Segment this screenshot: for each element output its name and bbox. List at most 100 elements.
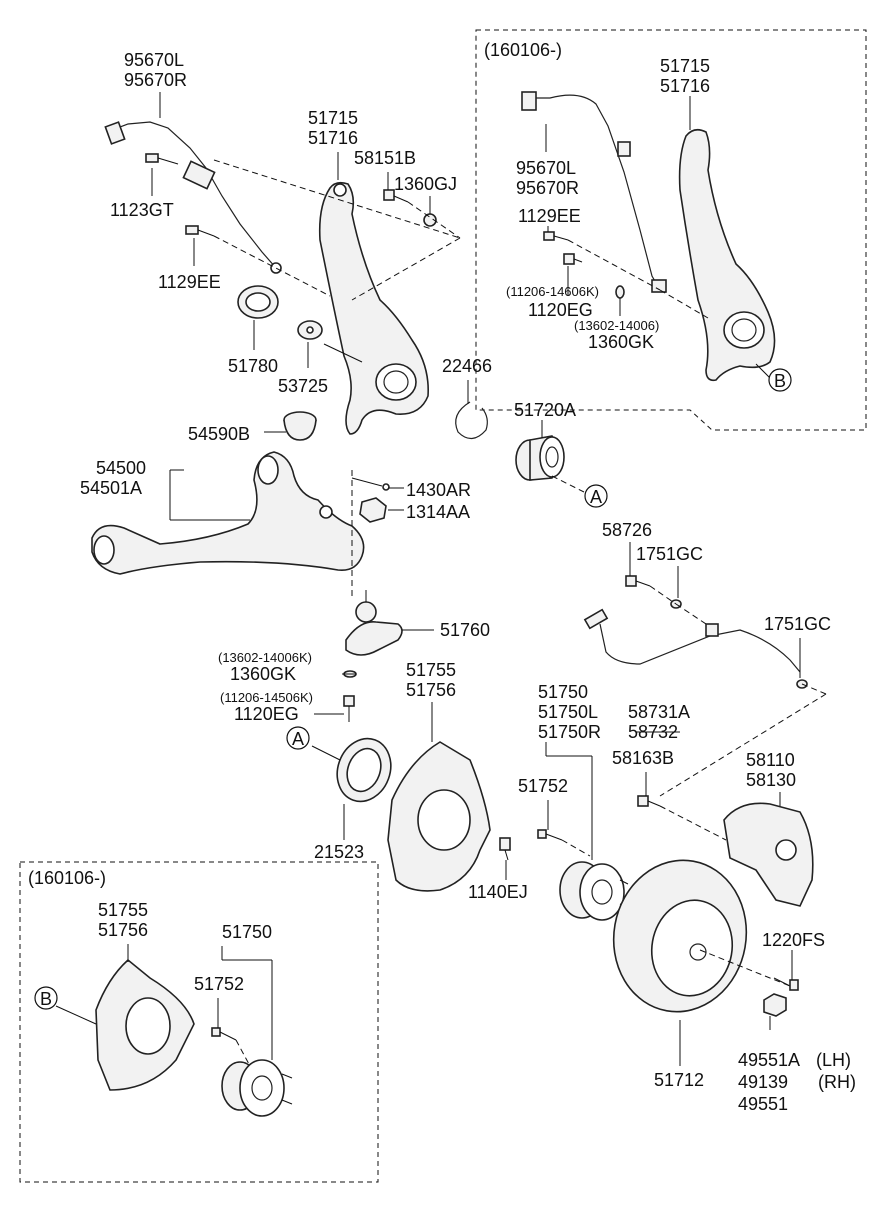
cotter-pin-1430ar-drawing	[351, 477, 390, 491]
label-1430ar: 1430AR	[406, 480, 471, 500]
label-58732: 58732	[628, 722, 678, 742]
label-51750l: 51750L	[538, 702, 598, 722]
ball-joint-51760-drawing	[345, 590, 403, 656]
inset-top-label-95670r: 95670R	[516, 178, 579, 198]
svg-text:B: B	[40, 989, 52, 1009]
label-51720a: 51720A	[514, 400, 576, 420]
callout-a-tone-ring: A	[286, 726, 310, 750]
label-11206-14506k: (11206-14506K)	[220, 690, 313, 705]
svg-text:A: A	[292, 729, 304, 749]
label-1220fs: 1220FS	[762, 930, 825, 950]
label-1360gk: 1360GK	[230, 664, 296, 684]
label-95670r: 95670R	[124, 70, 187, 90]
bushing-54590b-drawing	[283, 411, 317, 441]
caliper-58110-drawing	[723, 802, 814, 907]
svg-text:A: A	[590, 487, 602, 507]
bolt-58163b-drawing	[637, 795, 661, 807]
inset-top-label-1129ee: 1129EE	[518, 206, 581, 226]
svg-text:B: B	[774, 371, 786, 391]
label-1751gc-a: 1751GC	[636, 544, 703, 564]
label-rh: (RH)	[818, 1072, 856, 1092]
label-51716: 51716	[308, 128, 358, 148]
label-51780: 51780	[228, 356, 278, 376]
nut-1314aa-drawing	[359, 497, 387, 523]
label-58151b: 58151B	[354, 148, 416, 168]
label-53725: 53725	[278, 376, 328, 396]
inset-top-label-51715: 51715	[660, 56, 710, 76]
lower-arm-54500-drawing	[91, 451, 365, 575]
label-51712: 51712	[654, 1070, 704, 1090]
label-22466: 22466	[442, 356, 492, 376]
inset-bottom-label-51755: 51755	[98, 900, 148, 920]
label-58130: 58130	[746, 770, 796, 790]
hub-51750-drawing	[559, 861, 629, 921]
inset-top-label-1120eg: 1120EG	[528, 300, 593, 320]
inset-top-labels: 51715 51716 95670L 95670R 1129EE (11206-…	[506, 56, 710, 352]
label-1129ee: 1129EE	[158, 272, 221, 292]
knuckle-51715-drawing	[318, 181, 429, 435]
inset-top-sensor-drawing	[521, 91, 667, 293]
inset-top-label-1360gk: 1360GK	[588, 332, 654, 352]
inset-bottom-labels: 51755 51756 51750 51752	[98, 900, 272, 994]
label-21523: 21523	[314, 842, 364, 862]
label-51760: 51760	[440, 620, 490, 640]
inset-bottom-date: (160106-)	[28, 868, 106, 888]
label-51755: 51755	[406, 660, 456, 680]
inset-top-label-51716: 51716	[660, 76, 710, 96]
label-51750: 51750	[538, 682, 588, 702]
inset-bottom-label-51752: 51752	[194, 974, 244, 994]
label-13602-14006k: (13602-14006K)	[218, 650, 312, 665]
label-58110: 58110	[746, 750, 795, 770]
inset-top-label-95670l: 95670L	[516, 158, 576, 178]
brake-disc-51712-drawing	[612, 859, 748, 1013]
inset-top-bolts-drawing	[543, 231, 625, 299]
inset-bottom-box: (160106-)	[19, 861, 379, 1183]
inset-bottom-label-51756: 51756	[98, 920, 148, 940]
bolt-51752-drawing	[537, 829, 563, 841]
tone-ring-21523-drawing	[336, 737, 392, 803]
label-1314aa: 1314AA	[406, 502, 470, 522]
label-lh: (LH)	[816, 1050, 851, 1070]
bolt-58726-drawing	[625, 575, 651, 587]
label-1120eg: 1120EG	[234, 704, 299, 724]
bolt-1129ee-drawing	[185, 225, 215, 237]
label-51715: 51715	[308, 108, 358, 128]
label-51756: 51756	[406, 680, 456, 700]
inset-top-knuckle-drawing	[678, 128, 776, 382]
part-labels: 95670L 95670R 1123GT 1129EE 51715 51716 …	[80, 50, 856, 1114]
bearing-51720a-drawing	[515, 435, 565, 481]
wheel-speed-sensor-drawing	[104, 121, 282, 274]
label-51750r: 51750R	[538, 722, 601, 742]
label-95670l: 95670L	[124, 50, 184, 70]
nut-49551a-drawing	[763, 993, 787, 1017]
callout-b-inset-bottom: B	[34, 986, 58, 1010]
callout-a-bearing: A	[584, 484, 608, 508]
inset-top-label-11206-14606k: (11206-14606K)	[506, 284, 599, 299]
label-58163b: 58163B	[612, 748, 674, 768]
seal-51780-drawing	[237, 285, 279, 319]
label-58726: 58726	[602, 520, 652, 540]
inset-top-date: (160106-)	[484, 40, 562, 60]
label-49139: 49139	[738, 1072, 788, 1092]
inset-bottom-bolt-drawing	[211, 1027, 237, 1041]
brake-hose-58731a-drawing	[583, 608, 801, 673]
bolt-58151b-drawing	[383, 189, 409, 203]
label-1140ej: 1140EJ	[468, 882, 528, 902]
snap-ring-22466-drawing	[455, 401, 488, 440]
dust-cover-51755-drawing	[387, 741, 491, 892]
bolt-1123gt-drawing	[145, 153, 179, 165]
inset-bottom-cover-drawing	[95, 958, 195, 1091]
inset-top-label-13602-14006: (13602-14006)	[574, 318, 659, 333]
label-51752: 51752	[518, 776, 568, 796]
callout-b-inset-top: B	[768, 368, 792, 392]
washer-53725-drawing	[297, 320, 323, 340]
label-58731a: 58731A	[628, 702, 690, 722]
label-54501a: 54501A	[80, 478, 142, 498]
label-49551: 49551	[738, 1094, 788, 1114]
inset-top-box: (160106-)	[475, 29, 867, 431]
label-54590b: 54590B	[188, 424, 250, 444]
label-1751gc-b: 1751GC	[764, 614, 831, 634]
leader-lines	[55, 92, 827, 1067]
inset-bottom-label-51750: 51750	[222, 922, 272, 942]
label-49551a: 49551A	[738, 1050, 800, 1070]
